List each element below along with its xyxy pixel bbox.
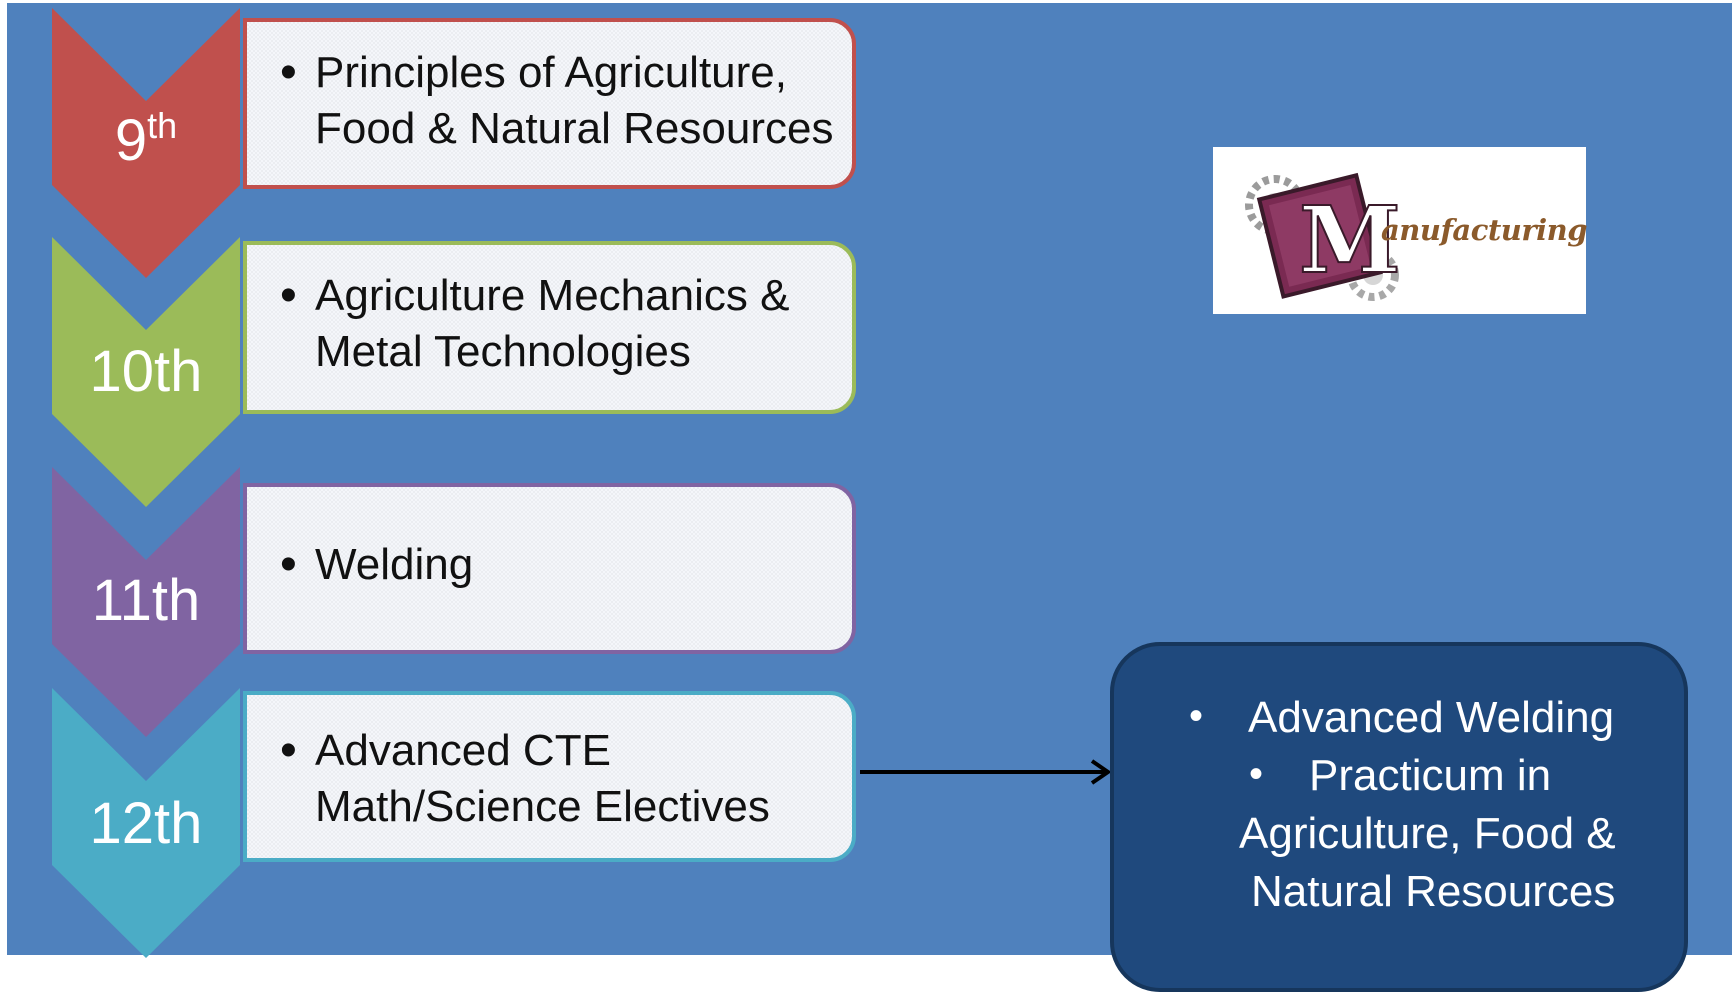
- course-box-11: • Welding: [243, 483, 856, 654]
- outcome-item-practicum-line1: Practicum in: [1309, 751, 1552, 800]
- manufacturing-logo: M anufacturing: [1213, 147, 1588, 314]
- logo-letter: M: [1299, 186, 1401, 294]
- grade-label-11: 11th: [91, 568, 201, 633]
- bullet: •: [1249, 752, 1264, 796]
- course-box-9: • Principles of Agriculture, Food & Natu…: [243, 18, 856, 189]
- bullet: •: [280, 269, 297, 322]
- grade-label-10: 10th: [89, 339, 203, 404]
- outcome-item-practicum-line3: Natural Resources: [1251, 867, 1616, 916]
- grade-label-12: 12th: [89, 791, 203, 856]
- grade-label-9: 9th: [114, 105, 178, 173]
- grade-chevron-9: [52, 8, 240, 278]
- bullet: •: [280, 538, 297, 591]
- grade-chevron-11: [52, 467, 240, 737]
- course-box-10: • Agriculture Mechanics & Metal Technolo…: [243, 241, 856, 414]
- grade-label-9-suffix: th: [147, 105, 178, 146]
- arrow-connector: [860, 759, 1112, 785]
- course-text-11: Welding: [315, 540, 474, 589]
- course-box-12: • Advanced CTE Math/Science Electives: [243, 691, 856, 862]
- gear-icon: M: [1245, 172, 1402, 301]
- outcome-box: • Advanced Welding • Practicum in Agricu…: [1110, 642, 1688, 992]
- bullet: •: [280, 46, 297, 99]
- outcome-item-practicum-line2: Agriculture, Food &: [1239, 809, 1616, 858]
- outcome-item-advanced-welding: Advanced Welding: [1248, 693, 1615, 742]
- course-text-10: Agriculture Mechanics & Metal Technologi…: [315, 271, 790, 376]
- grade-chevron-10: [52, 237, 240, 507]
- grade-chevron-12: [52, 688, 240, 958]
- bullet: •: [1189, 694, 1204, 738]
- course-text-9: Principles of Agriculture, Food & Natura…: [315, 48, 834, 153]
- bullet: •: [280, 724, 297, 777]
- logo-word: anufacturing: [1381, 213, 1588, 247]
- course-text-12: Advanced CTE Math/Science Electives: [315, 726, 770, 831]
